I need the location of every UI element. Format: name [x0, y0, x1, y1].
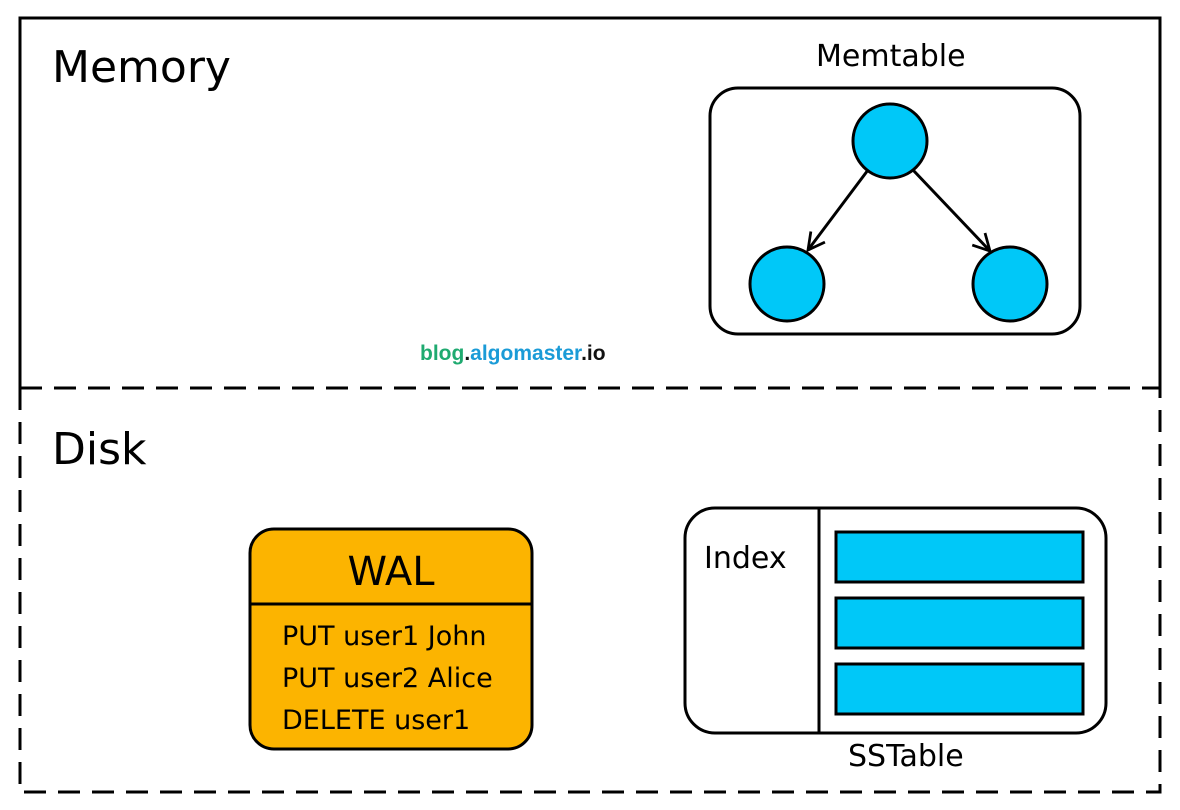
sstable-block [834, 662, 1085, 716]
watermark-part-algomaster: algomaster [470, 342, 582, 365]
sstable-index-label: Index [704, 541, 787, 576]
tree-node-left [748, 245, 826, 323]
disk-region-border [18, 388, 1162, 794]
watermark-part-blog: blog [420, 342, 465, 365]
tree-node-right [971, 245, 1049, 323]
tree-edge-right [911, 168, 993, 254]
wal-box [248, 527, 534, 751]
watermark-dot: . [581, 342, 587, 365]
memory-title: Memory [52, 42, 231, 93]
wal-title: WAL [347, 549, 435, 595]
tree-edge-left [806, 169, 870, 253]
sstable-block [834, 530, 1085, 584]
disk-title: Disk [52, 424, 147, 475]
memory-region-border [18, 16, 1162, 388]
wal-entry: DELETE user1 [282, 705, 471, 736]
memtable-caption: Memtable [816, 39, 966, 74]
wal-entry: PUT user2 Alice [282, 663, 493, 694]
watermark-dot: . [464, 342, 471, 365]
wal-entry: PUT user1 John [282, 621, 487, 652]
watermark: blog.algomaster.io [420, 343, 606, 364]
tree-node-root [851, 102, 929, 180]
sstable-caption: SSTable [848, 739, 964, 774]
watermark-part-io: io [586, 342, 606, 365]
sstable-block [834, 596, 1085, 650]
